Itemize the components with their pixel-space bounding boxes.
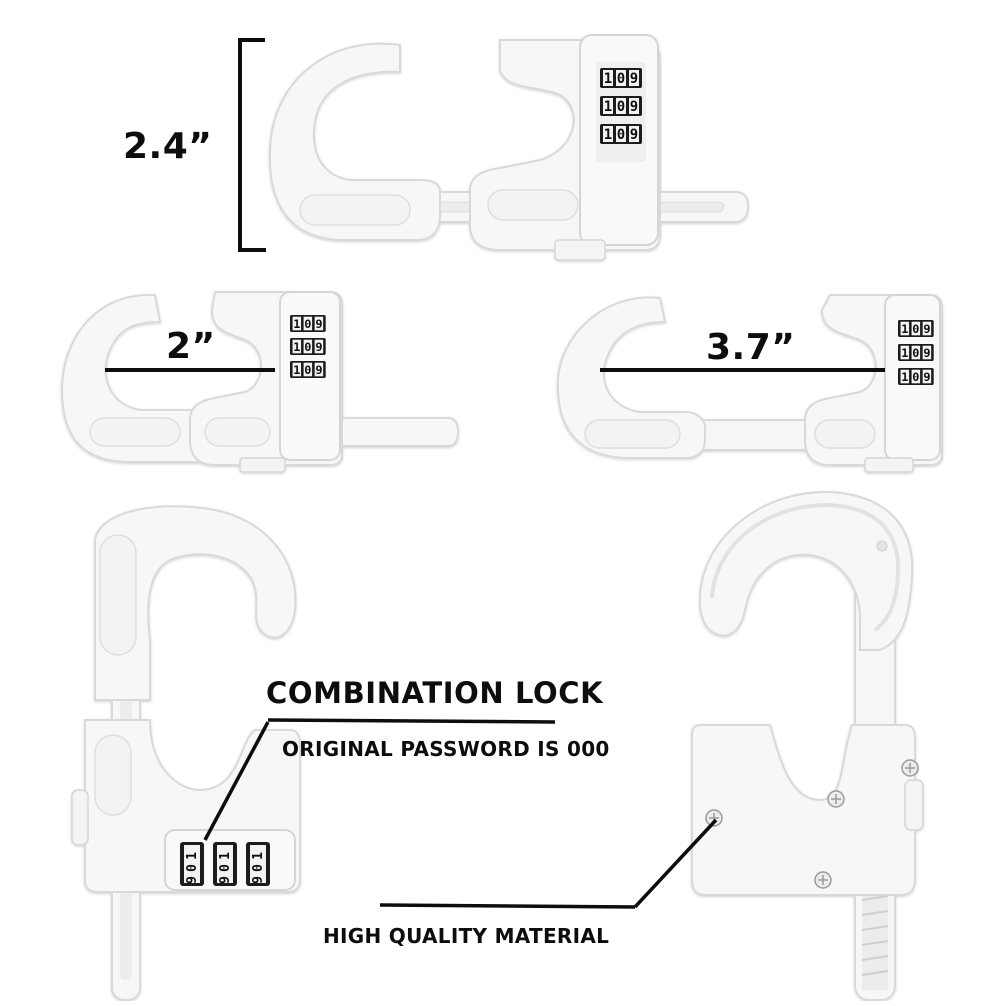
lock-bottom-right [691,490,924,1001]
inner-width-large-label: 3.7” [706,327,796,368]
inner-width-small-label: 2” [166,326,216,367]
dial-digit: 1 [218,852,233,860]
dial-digit: 1 [185,852,200,860]
height-bracket [238,38,266,252]
dial-digit: 1 [251,852,266,860]
screw-icons [705,759,919,889]
lock-bottom-left: 1 0 9 1 0 9 1 0 9 [71,505,301,1001]
dial-digit: 0 [218,864,233,872]
callout-lines [203,718,718,909]
lock-middle-right [556,294,943,473]
dial-digit: 9 [185,876,200,884]
material-note: HIGH QUALITY MATERIAL [323,924,610,948]
dial-digit: 9 [218,876,233,884]
combination-lock-title: COMBINATION LOCK [266,676,604,710]
dial-digit: 9 [251,876,266,884]
height-dimension-label: 2.4” [123,126,213,167]
dial-digit: 0 [251,864,266,872]
lock-top [268,34,750,261]
dial-digit: 0 [185,864,200,872]
original-password-note: ORIGINAL PASSWORD IS 000 [282,737,610,761]
lock-middle-left [60,291,460,473]
